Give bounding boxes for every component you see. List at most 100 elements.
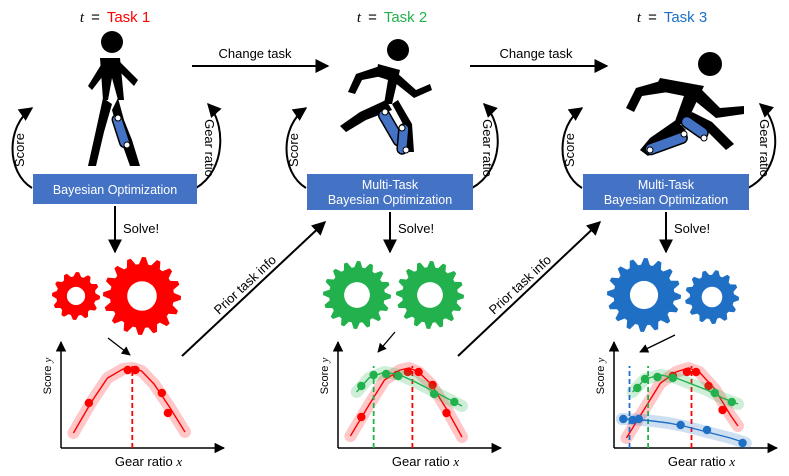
data-point bbox=[442, 408, 451, 418]
t-variable: t bbox=[357, 10, 362, 26]
gear-icon bbox=[685, 270, 739, 324]
y-axis-label: Score y bbox=[42, 358, 54, 395]
change-task-label: Change task bbox=[219, 46, 292, 61]
data-point bbox=[429, 389, 439, 399]
mtbo-box-2: Multi-Task Bayesian Optimization bbox=[307, 174, 473, 210]
series-task3 bbox=[615, 366, 752, 449]
task-title-3: t = Task 3 bbox=[637, 9, 707, 26]
score-chart-1: Score y Gear ratio x bbox=[42, 337, 226, 469]
gear-ratio-loop-arrow-1: Gear ratio bbox=[195, 102, 222, 189]
running-person-icon bbox=[340, 39, 432, 155]
gear-icon bbox=[607, 258, 681, 332]
data-point bbox=[619, 414, 628, 424]
data-point bbox=[704, 381, 713, 391]
score-chart-3: Score y Gear ratio x bbox=[595, 334, 779, 469]
data-point bbox=[738, 438, 747, 448]
change-task-arrow-1: Change task bbox=[192, 46, 330, 73]
optimum-pointer-arrow bbox=[107, 337, 131, 356]
score-loop-arrow-3: Score bbox=[561, 107, 584, 189]
gear-ratio-label: Gear ratio bbox=[480, 119, 495, 177]
gear-ratio-label: Gear ratio bbox=[757, 119, 772, 177]
score-loop-arrow-1: Score bbox=[11, 107, 34, 189]
mtbo-box-3: Multi-Task Bayesian Optimization bbox=[583, 174, 749, 210]
gear-icon bbox=[323, 261, 391, 329]
data-point bbox=[668, 373, 678, 383]
series-task2 bbox=[350, 366, 468, 448]
data-point bbox=[84, 398, 94, 408]
change-task-label: Change task bbox=[500, 46, 573, 61]
task-label: Task 2 bbox=[384, 9, 427, 26]
data-point bbox=[653, 372, 662, 382]
t-variable: t bbox=[80, 10, 85, 26]
data-point bbox=[123, 365, 132, 375]
data-point bbox=[414, 367, 423, 377]
task-title-2: t = Task 2 bbox=[357, 9, 427, 26]
data-point bbox=[163, 408, 173, 418]
box-line-2: Bayesian Optimization bbox=[328, 193, 452, 207]
solve-arrow-2: Solve! bbox=[383, 212, 434, 254]
gear-icon bbox=[52, 272, 100, 320]
optimum-pointer-arrow bbox=[377, 331, 396, 353]
svg-text:t = Task 3: t = Task 3 bbox=[637, 9, 707, 26]
solve-arrow-1: Solve! bbox=[108, 206, 159, 254]
data-point bbox=[718, 405, 727, 415]
gear-ratio-label: Gear ratio bbox=[202, 119, 217, 177]
x-axis-label: Gear ratio x bbox=[392, 454, 459, 469]
data-point bbox=[428, 380, 437, 390]
data-point bbox=[369, 370, 378, 380]
series-task1 bbox=[67, 362, 191, 448]
change-task-arrow-2: Change task bbox=[470, 46, 609, 73]
x-axis-label: Gear ratio x bbox=[115, 454, 182, 469]
score-loop-arrow-2: Score bbox=[285, 107, 308, 189]
prior-task-info-arrow-1: Prior task info bbox=[181, 221, 327, 357]
gear-icon bbox=[103, 257, 181, 335]
box-line-2: Bayesian Optimization bbox=[604, 193, 728, 207]
series-task2 bbox=[626, 366, 744, 448]
equals-sign: = bbox=[368, 9, 377, 26]
prior-task-info-arrow-2: Prior task info bbox=[457, 221, 602, 357]
y-axis-label: Score y bbox=[595, 358, 607, 395]
data-point bbox=[634, 414, 643, 424]
data-point bbox=[131, 365, 140, 375]
solve-label: Solve! bbox=[398, 221, 434, 236]
data-point bbox=[357, 412, 366, 422]
data-point bbox=[676, 420, 685, 430]
data-point bbox=[682, 367, 692, 377]
score-label: Score bbox=[286, 133, 301, 167]
mean-curve bbox=[625, 367, 739, 439]
task-title-1: t = Task 1 bbox=[80, 9, 150, 26]
t-variable: t bbox=[637, 10, 642, 26]
gear-pairs bbox=[52, 257, 739, 335]
data-point bbox=[727, 397, 736, 407]
data-point bbox=[691, 367, 701, 377]
solve-label: Solve! bbox=[674, 221, 710, 236]
x-axis-label: Gear ratio x bbox=[668, 454, 735, 469]
box-line-1: Multi-Task bbox=[638, 178, 695, 192]
solve-label: Solve! bbox=[123, 221, 159, 236]
data-point bbox=[403, 367, 412, 377]
solve-arrow-3: Solve! bbox=[659, 212, 710, 254]
data-point bbox=[628, 415, 637, 425]
box-line-1: Multi-Task bbox=[362, 178, 419, 192]
score-label: Score bbox=[562, 133, 577, 167]
data-point bbox=[702, 425, 712, 435]
gear-icon bbox=[396, 261, 464, 329]
data-point bbox=[710, 388, 719, 398]
box-line-1: Bayesian Optimization bbox=[53, 183, 177, 197]
task-label: Task 1 bbox=[107, 9, 150, 26]
task-label: Task 3 bbox=[664, 9, 707, 26]
data-point bbox=[394, 371, 403, 381]
data-point bbox=[640, 374, 650, 384]
bo-box-1: Bayesian Optimization bbox=[33, 174, 197, 204]
equals-sign: = bbox=[648, 9, 657, 26]
data-point bbox=[381, 369, 391, 379]
data-point bbox=[633, 383, 642, 393]
optimum-pointer-arrow bbox=[639, 334, 676, 353]
data-point bbox=[450, 397, 459, 407]
equals-sign: = bbox=[91, 9, 100, 26]
walking-person-icon bbox=[88, 31, 140, 166]
data-point bbox=[157, 388, 166, 398]
